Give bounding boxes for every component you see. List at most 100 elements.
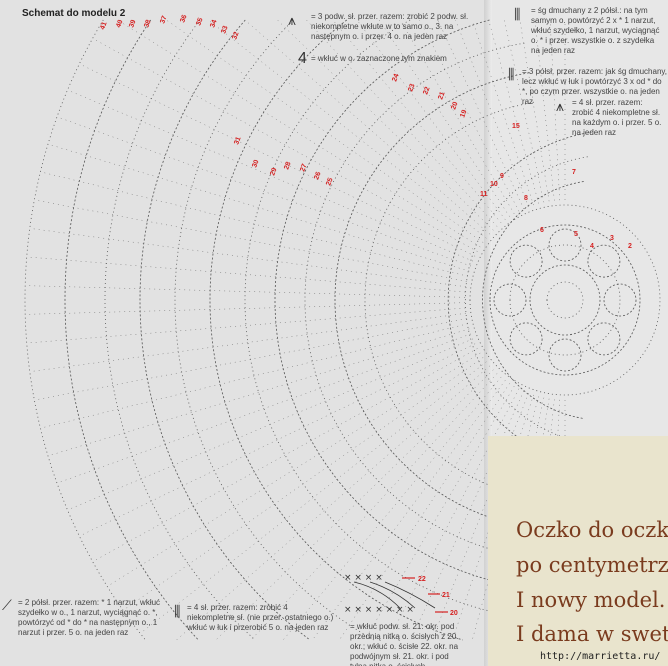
flower-petal (587, 322, 621, 356)
round-label-22: 22 (422, 86, 431, 96)
round-label-25: 25 (325, 177, 334, 187)
row-join-example: × × × × × × × × × × × 22 21 20 (344, 573, 458, 617)
doily-ring (465, 156, 588, 444)
round-label-33: 33 (220, 25, 229, 35)
round-label-39: 39 (128, 19, 137, 29)
round-label-40: 40 (115, 19, 124, 29)
doily-stitch-line (40, 323, 468, 429)
doily-ring (139, 19, 311, 641)
legend-four-tr-right: = 4 sł. przer. razem: zrobić 4 niekomple… (572, 98, 662, 137)
doily-stitch-line (277, 19, 494, 231)
flower-petal (603, 283, 637, 317)
round-label-30: 30 (251, 159, 260, 169)
doily-stitch-line (29, 228, 466, 287)
insert-symbol-icon: 4 (298, 50, 307, 67)
doily-stitch-line (67, 338, 473, 511)
flower-petal (509, 322, 543, 356)
three-hdc-symbol-icon: ⫼ (508, 66, 515, 82)
doily-ring (509, 244, 621, 356)
round-label-41: 41 (99, 21, 108, 31)
round-label-3: 3 (610, 235, 614, 242)
round-label-15: 15 (512, 123, 520, 130)
caption-line-1: Oczko do oczka (516, 518, 668, 542)
round-label-38: 38 (143, 19, 152, 29)
doily-stitch-line (25, 302, 466, 315)
round-label-32: 32 (231, 31, 240, 41)
doily-ring (24, 19, 146, 641)
round-label-36: 36 (179, 14, 188, 24)
doily-stitch-line (452, 394, 534, 641)
doily-stitch-line (47, 143, 470, 272)
legend-row-example: = wkłuć podw. sł. 21. okr. pod przednią … (350, 622, 459, 666)
round-label-21: 21 (437, 91, 446, 101)
three-dc-symbol-icon: ⩚ (288, 12, 296, 28)
doily-ring (482, 181, 584, 419)
round-label-23: 23 (407, 83, 416, 93)
doily-stitch-line (56, 116, 472, 267)
doily-stitch-line (26, 256, 466, 293)
doily-stitch-line (431, 393, 529, 641)
puff-symbol-icon: ⫼ (514, 6, 521, 22)
doily-stitch-line (504, 19, 545, 203)
doily-stitch-line (332, 19, 502, 224)
caption-line-3: I nowy model. (516, 588, 666, 612)
legend-four-tr-left: = 4 sł. przer. razem: zrobić 4 niekomple… (187, 603, 334, 632)
doily-stitch-line (208, 19, 487, 239)
round-label-5: 5 (574, 231, 578, 238)
doily-stitch-line (534, 19, 555, 201)
round-label-4: 4 (590, 243, 594, 250)
doily-stitch-line (455, 19, 529, 207)
doily-stitch-line (250, 373, 498, 641)
round-label-20: 20 (450, 101, 459, 111)
doily-stitch-line (26, 307, 466, 344)
round-label-7: 7 (572, 169, 576, 176)
doily-ring (209, 19, 464, 641)
doily-stitch-line (40, 171, 468, 277)
doily-stitch-line (122, 357, 484, 611)
four-tr-symbol-icon: ⩚ (556, 98, 564, 114)
round-label-31: 31 (233, 136, 242, 146)
doily-stitch-line (107, 352, 481, 587)
doily-stitch-line (437, 19, 524, 210)
doily-stitch-line (47, 328, 470, 457)
round-label-11: 11 (480, 191, 488, 198)
doily-stitch-line (67, 89, 473, 262)
row-label-21: 21 (442, 592, 450, 599)
round-label-35: 35 (195, 17, 204, 27)
diagram-title: Schemat do modelu 2 (22, 8, 126, 19)
watermark-url: http://marrietta.ru/ (540, 651, 661, 662)
doily-stitch-line (92, 348, 478, 562)
caption-line-4: I dama w swetrze (516, 622, 668, 646)
doily-stitch-line (388, 388, 520, 641)
doily-stitch-line (488, 19, 539, 204)
round-label-8: 8 (524, 195, 528, 202)
doily-stitch-line (25, 285, 466, 298)
doily-stitch-line (34, 318, 467, 401)
flower-petal (548, 228, 582, 262)
doily-ring (174, 19, 375, 641)
doily-ring (529, 264, 601, 336)
flower-petal (493, 283, 527, 317)
caption-line-2: po centymetrze. (516, 553, 668, 577)
doily-ring (64, 19, 199, 641)
four-tr-closed-symbol-icon: ⫼ (174, 603, 181, 619)
flower-petal (548, 338, 582, 372)
doily-stitch-line (56, 333, 472, 484)
round-label-29: 29 (269, 167, 278, 177)
doily-stitch-line (244, 19, 490, 235)
round-label-2: 2 (628, 243, 632, 250)
round-label-34: 34 (209, 19, 218, 29)
round-label-26: 26 (313, 171, 322, 181)
svg-text:× × × ×: × × × × (344, 573, 383, 583)
doily-ring (469, 204, 661, 396)
doily-stitch-line (549, 19, 560, 201)
caption-box (488, 436, 668, 666)
doily-stitch-line (472, 396, 539, 641)
round-label-37: 37 (159, 15, 168, 25)
doily-stitch-line (519, 19, 550, 202)
page-fold (484, 0, 492, 666)
doily-ring (489, 224, 641, 376)
round-label-27: 27 (299, 163, 308, 173)
doily-stitch-line (140, 361, 487, 634)
doily-stitch-line (29, 313, 466, 372)
